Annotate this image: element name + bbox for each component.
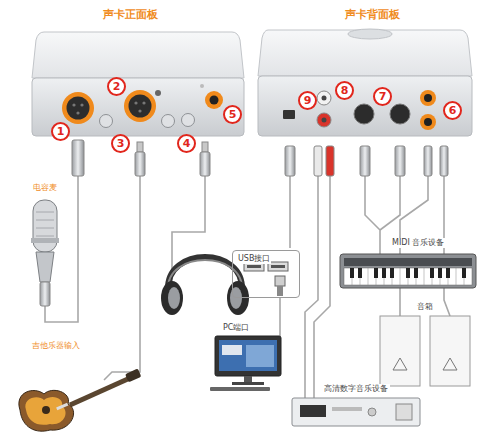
callout-number: 9 [298, 91, 317, 110]
callout-digit: 8 [341, 85, 349, 96]
back-panel [258, 29, 472, 136]
back-plugs [285, 146, 448, 176]
front-panel [32, 32, 244, 136]
callout-number: 8 [335, 81, 354, 100]
device-label: 音箱 [415, 302, 435, 312]
callout-digit: 9 [304, 95, 312, 106]
hd-device [292, 398, 420, 426]
callout-number: 1 [51, 122, 70, 141]
midi-keyboard [340, 254, 476, 288]
guitar [19, 368, 142, 431]
usb-icon [244, 262, 288, 296]
callout-digit: 1 [57, 126, 65, 137]
callout-number: 3 [111, 134, 130, 153]
headphones [161, 257, 249, 315]
device-label: 电容麦 [31, 183, 59, 193]
callout-digit: 7 [379, 91, 387, 102]
device-label: 高清数字音乐设备 [322, 384, 390, 394]
device-label: MIDI 音乐设备 [390, 238, 446, 248]
callout-digit: 4 [183, 138, 191, 149]
callout-number: 4 [177, 134, 196, 153]
callout-digit: 6 [449, 105, 457, 116]
callout-number: 2 [107, 77, 126, 96]
callout-number: 5 [223, 105, 242, 124]
callout-digit: 2 [113, 81, 121, 92]
speakers [380, 316, 470, 386]
callout-digit: 3 [117, 138, 125, 149]
pc [210, 336, 281, 391]
microphone [31, 200, 59, 306]
callout-digit: 5 [229, 109, 237, 120]
panel-title: 声卡正面板 [101, 8, 160, 21]
device-label: PC端口 [221, 323, 251, 333]
device-label: 吉他乐器输入 [30, 341, 82, 351]
panel-title: 声卡背面板 [343, 8, 402, 21]
callout-number: 6 [443, 101, 462, 120]
usb-port-box: USB接口 [232, 250, 300, 298]
callout-number: 7 [373, 87, 392, 106]
port-label: USB接口 [237, 253, 271, 264]
